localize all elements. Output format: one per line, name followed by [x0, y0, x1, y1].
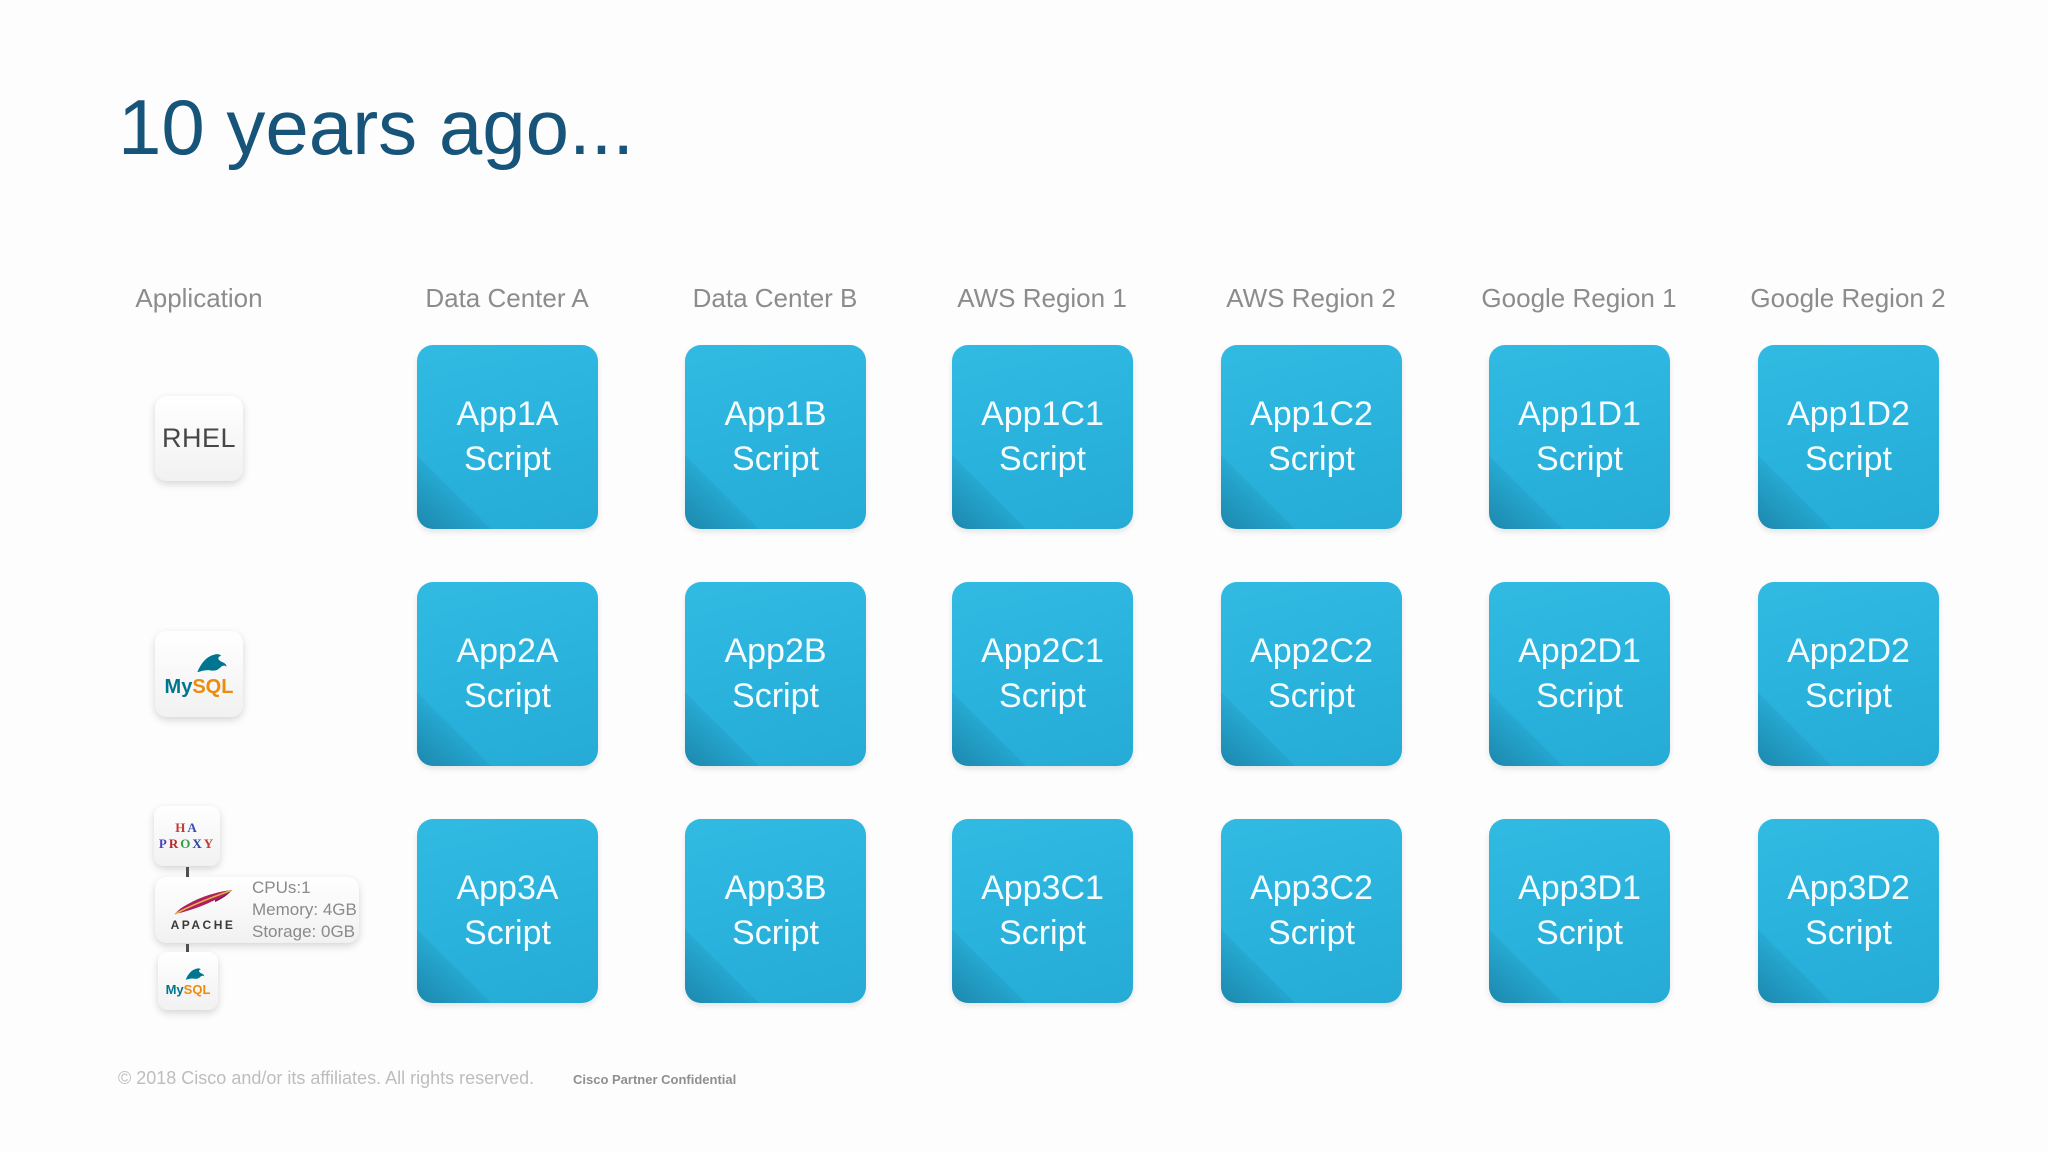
- haproxy-icon: HA PROXY: [154, 806, 220, 866]
- tile-label-line2: Script: [732, 440, 819, 478]
- mysql-wordmark: MySQL: [165, 981, 211, 997]
- apache-label: APACHE: [170, 917, 236, 932]
- column-header-google-region-2: Google Region 2: [1750, 283, 1946, 313]
- column-header-data-center-b: Data Center B: [692, 283, 858, 313]
- tile-label-line2: Script: [1268, 914, 1355, 952]
- column-header-aws-region-1: AWS Region 1: [957, 283, 1127, 313]
- footer-copyright: © 2018 Cisco and/or its affiliates. All …: [118, 1068, 535, 1088]
- tile-label-line1: App3B: [724, 869, 827, 907]
- tile-label-line1: App3C1: [981, 869, 1104, 907]
- tile-label-line1: App2D1: [1518, 632, 1641, 670]
- tile-app2c2-script: App2C2 Script: [1221, 582, 1402, 766]
- tile-label-line2: Script: [1536, 677, 1623, 715]
- tile-label-line1: App1D1: [1518, 395, 1641, 433]
- tile-app1d1-script: App1D1 Script: [1489, 345, 1670, 529]
- column-header-aws-region-2: AWS Region 2: [1226, 283, 1396, 313]
- tile-label-line2: Script: [464, 914, 551, 952]
- tile-app3d2-script: App3D2 Script: [1758, 819, 1939, 1003]
- spec-storage: Storage: 0GB: [252, 922, 356, 941]
- tile-label-line1: App3D1: [1518, 869, 1641, 907]
- tile-app1d2-script: App1D2 Script: [1758, 345, 1939, 529]
- apache-feather-icon: [174, 889, 232, 915]
- tile-label-line1: App3D2: [1787, 869, 1910, 907]
- tile-label-line2: Script: [1805, 677, 1892, 715]
- tile-app1b-script: App1B Script: [685, 345, 866, 529]
- mysql-small-icon: MySQL: [158, 952, 218, 1010]
- tile-app2a-script: App2A Script: [417, 582, 598, 766]
- tile-app2b-script: App2B Script: [685, 582, 866, 766]
- tile-label-line2: Script: [1805, 440, 1892, 478]
- apache-specs: CPUs:1 Memory: 4GB Storage: 0GB: [252, 877, 357, 943]
- tile-app3b-script: App3B Script: [685, 819, 866, 1003]
- tile-label-line2: Script: [1268, 677, 1355, 715]
- tile-app2c1-script: App2C1 Script: [952, 582, 1133, 766]
- spec-cpus: CPUs:1: [252, 878, 311, 897]
- tile-app1a-script: App1A Script: [417, 345, 598, 529]
- tile-label-line1: App2C1: [981, 632, 1104, 670]
- tile-label-line1: App2A: [456, 632, 559, 670]
- tile-app3c1-script: App3C1 Script: [952, 819, 1133, 1003]
- haproxy-line1: HA: [175, 820, 199, 835]
- apache-logo: APACHE: [167, 889, 239, 932]
- apache-server-box: APACHE CPUs:1 Memory: 4GB Storage: 0GB: [155, 877, 359, 943]
- slide-title: 10 years ago...: [118, 83, 634, 171]
- tile-label-line2: Script: [999, 440, 1086, 478]
- tile-app3d1-script: App3D1 Script: [1489, 819, 1670, 1003]
- tile-label-line1: App3C2: [1250, 869, 1373, 907]
- mysql-icon: MySQL: [155, 631, 243, 717]
- tile-label-line1: App1C2: [1250, 395, 1373, 433]
- tile-label-line2: Script: [1536, 440, 1623, 478]
- connector-apache-mysql: [186, 944, 189, 952]
- mysql-dolphin-icon: [197, 653, 227, 672]
- column-header-application: Application: [135, 283, 263, 313]
- tile-label-line2: Script: [1805, 914, 1892, 952]
- tile-app3c2-script: App3C2 Script: [1221, 819, 1402, 1003]
- tile-app2d1-script: App2D1 Script: [1489, 582, 1670, 766]
- tile-label-line1: App2B: [724, 632, 827, 670]
- column-header-data-center-a: Data Center A: [425, 283, 589, 313]
- tile-app1c1-script: App1C1 Script: [952, 345, 1133, 529]
- tile-label-line1: App1B: [724, 395, 827, 433]
- tile-label-line2: Script: [999, 914, 1086, 952]
- tile-label-line1: App3A: [456, 869, 559, 907]
- tile-app2d2-script: App2D2 Script: [1758, 582, 1939, 766]
- rhel-icon: RHEL: [155, 396, 243, 481]
- mysql-dolphin-icon: [185, 967, 205, 980]
- tile-label-line1: App1C1: [981, 395, 1104, 433]
- tile-label-line2: Script: [999, 677, 1086, 715]
- tile-app3a-script: App3A Script: [417, 819, 598, 1003]
- column-header-google-region-1: Google Region 1: [1481, 283, 1677, 313]
- spec-memory: Memory: 4GB: [252, 900, 357, 919]
- footer-confidential: Cisco Partner Confidential: [573, 1072, 737, 1087]
- tile-label-line2: Script: [464, 677, 551, 715]
- tile-label-line1: App2C2: [1250, 632, 1373, 670]
- tile-label-line2: Script: [1268, 440, 1355, 478]
- tile-label-line1: App2D2: [1787, 632, 1910, 670]
- tile-label-line1: App1D2: [1787, 395, 1910, 433]
- tile-app1c2-script: App1C2 Script: [1221, 345, 1402, 529]
- mysql-wordmark: MySQL: [164, 675, 234, 698]
- tile-label-line2: Script: [732, 677, 819, 715]
- haproxy-line2: PROXY: [158, 836, 216, 851]
- tile-label-line1: App1A: [456, 395, 559, 433]
- connector-haproxy-apache: [186, 867, 189, 877]
- tile-label-line2: Script: [732, 914, 819, 952]
- tile-label-line2: Script: [464, 440, 551, 478]
- tile-label-line2: Script: [1536, 914, 1623, 952]
- rhel-label: RHEL: [161, 423, 237, 453]
